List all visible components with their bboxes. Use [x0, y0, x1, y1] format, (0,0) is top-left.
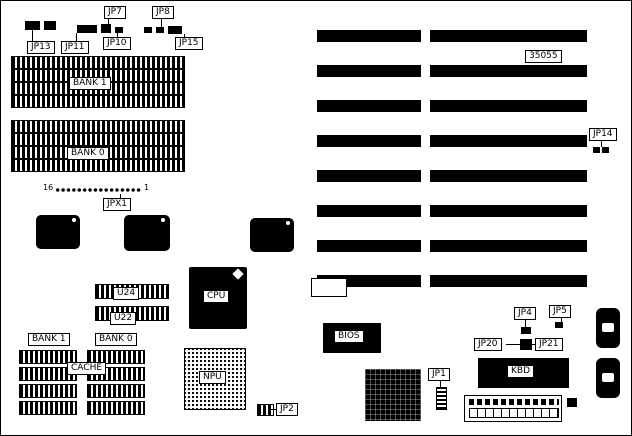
bios-label: BIOS — [334, 330, 364, 343]
small-component — [567, 398, 577, 407]
jp10-label: JP10 — [103, 37, 131, 50]
jumper-block — [168, 26, 182, 34]
jp4-label: JP4 — [514, 307, 536, 320]
leader-line — [531, 344, 536, 345]
jp1-jumper — [436, 387, 447, 410]
isa-slot-segment — [317, 65, 421, 77]
isa-slot-segment — [317, 30, 421, 42]
cpu-label: CPU — [203, 290, 230, 303]
isa-slot-segment — [317, 240, 421, 252]
jp20-label: JP20 — [474, 338, 502, 351]
pin1-dot — [72, 218, 76, 222]
leader-line — [506, 344, 520, 345]
u24-label: U24 — [113, 287, 140, 300]
jumper-block — [156, 27, 164, 33]
jp11-label: JP11 — [61, 41, 89, 54]
jp2-label: JP2 — [276, 403, 298, 416]
leader-line — [601, 141, 602, 147]
leader-line — [108, 19, 109, 24]
leader-line — [184, 34, 185, 37]
jpx1-pin-header — [55, 186, 141, 194]
cache-bank0-label: BANK 0 — [95, 333, 137, 346]
leader-line — [161, 19, 162, 27]
jumper-block — [44, 21, 56, 30]
leader-line — [271, 409, 277, 410]
keyboard-din-connector — [596, 308, 620, 348]
jp5-label: JP5 — [549, 305, 571, 318]
jumper-block — [521, 327, 531, 334]
jp1-label: JP1 — [428, 368, 450, 381]
pin1-dot — [161, 218, 165, 222]
simm-socket — [11, 120, 185, 133]
isa-slot-segment — [317, 205, 421, 217]
pin1-dot — [286, 221, 290, 225]
jp2-jumper — [257, 404, 274, 416]
cache-chip — [87, 350, 145, 364]
connector-opening — [602, 373, 614, 382]
leader-line — [76, 33, 77, 41]
kbd-label: KBD — [507, 365, 535, 378]
isa-slot-segment — [430, 65, 587, 77]
leader-line — [440, 381, 441, 388]
leader-line — [525, 320, 526, 328]
jp21-label: JP21 — [535, 338, 563, 351]
jp7-label: JP7 — [104, 6, 126, 19]
cache-label: CACHE — [67, 362, 107, 375]
connector-opening — [602, 323, 614, 332]
jpx1-pin1-marker: 1 — [144, 183, 150, 192]
simm-socket — [11, 159, 185, 172]
cache-chip — [87, 401, 145, 415]
power-connector — [464, 395, 562, 422]
jumper-block — [101, 24, 111, 33]
cache-chip — [19, 350, 77, 364]
jumper-block — [77, 25, 97, 33]
power-connector-segments — [469, 408, 559, 418]
isa-slot-segment — [430, 30, 587, 42]
pga-chip — [365, 369, 421, 421]
isa-slot-segment — [430, 240, 587, 252]
empty-socket — [311, 278, 347, 297]
bank1-simm-label: BANK 1 — [69, 77, 111, 90]
isa-slot-segment — [430, 100, 587, 112]
u22-label: U22 — [110, 312, 137, 325]
part-number-label: 35055 — [525, 50, 562, 63]
cache-bank1-label: BANK 1 — [28, 333, 70, 346]
power-connector-pins — [469, 399, 559, 405]
npu-label: NPU — [199, 371, 226, 384]
bank0-simm-label: BANK 0 — [67, 147, 109, 160]
isa-slot-segment — [430, 275, 587, 287]
isa-slot-segment — [430, 170, 587, 182]
leader-line — [32, 30, 33, 41]
leader-line — [120, 194, 121, 199]
jumper-block — [602, 147, 609, 153]
jp15-label: JP15 — [175, 37, 203, 50]
power-din-connector — [596, 358, 620, 398]
jp8-label: JP8 — [152, 6, 174, 19]
jp14-label: JP14 — [589, 128, 617, 141]
simm-socket — [11, 95, 185, 108]
jumper-block — [25, 21, 40, 30]
cache-chip — [19, 384, 77, 398]
jumper-block — [555, 322, 563, 328]
leader-line — [561, 318, 562, 323]
jumper-block — [144, 27, 152, 33]
leader-line — [117, 33, 118, 37]
cache-chip — [87, 384, 145, 398]
jumper-block — [115, 27, 123, 33]
jumper-block — [520, 339, 532, 350]
isa-slot-segment — [317, 100, 421, 112]
simm-socket — [11, 133, 185, 146]
jpx1-pin16-marker: 16 — [43, 183, 54, 192]
isa-slot-segment — [317, 170, 421, 182]
isa-slot-segment — [317, 135, 421, 147]
cache-chip — [19, 401, 77, 415]
jp13-label: JP13 — [27, 41, 55, 54]
isa-slot-segment — [430, 135, 587, 147]
isa-slot-segment — [430, 205, 587, 217]
simm-socket — [11, 56, 185, 69]
jpx1-label: JPX1 — [103, 198, 131, 211]
jumper-block — [593, 147, 600, 153]
